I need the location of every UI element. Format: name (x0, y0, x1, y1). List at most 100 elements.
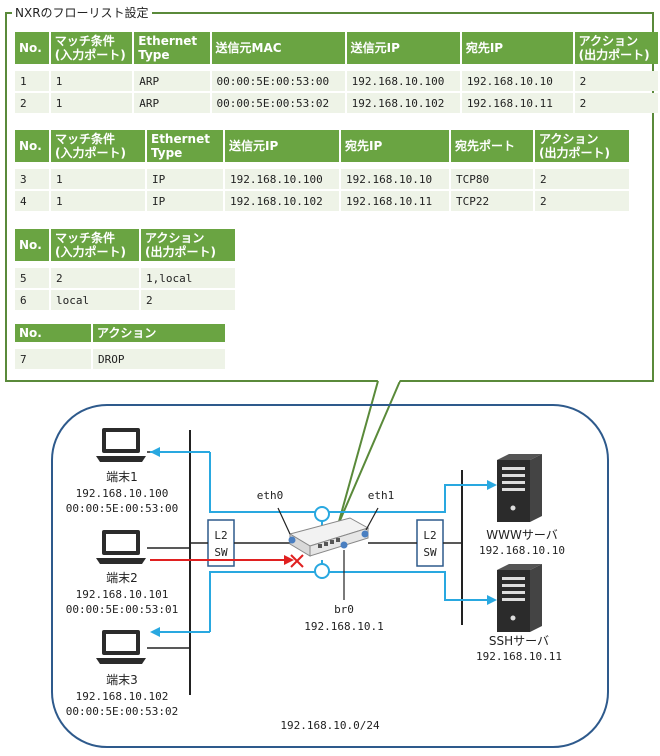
table-cell: 192.168.10.102 (225, 191, 339, 211)
table-cell: 1,local (141, 268, 235, 288)
table-cell: 2 (535, 169, 629, 189)
table-cell: 1 (50, 71, 133, 91)
nxr-router-icon (288, 517, 370, 557)
col-header: 送信元MAC (211, 32, 345, 64)
col-header: アクション(出力ポート) (141, 229, 235, 261)
table-cell: local (51, 290, 139, 310)
terminal-3-name: 端末3 (106, 673, 138, 687)
table-cell: 192.168.10.102 (346, 93, 460, 113)
terminal-1-icon (96, 428, 146, 462)
www-server-name: WWWサーバ (486, 528, 557, 542)
eth1-label: eth1 (368, 489, 395, 502)
terminal-1-mac: 00:00:5E:00:53:00 (66, 502, 179, 515)
col-header: 宛先ポート (451, 130, 533, 162)
col-header: 宛先IP (461, 32, 573, 64)
terminal-2-icon (96, 530, 146, 564)
col-header: 宛先IP (341, 130, 449, 162)
col-header: アクション(出力ポート) (574, 32, 658, 64)
table-cell: 4 (15, 191, 49, 211)
ssh-server-ip: 192.168.10.11 (476, 650, 562, 663)
table-cell: 192.168.10.100 (346, 71, 460, 91)
blocked-x-icon (290, 554, 304, 568)
svg-text:SW: SW (214, 546, 228, 559)
table-cell: IP (147, 169, 223, 189)
table-cell: 2 (535, 191, 629, 211)
col-header: 送信元IP (346, 32, 460, 64)
terminal-3-mac: 00:00:5E:00:53:02 (66, 705, 179, 718)
svg-text:SW: SW (423, 546, 437, 559)
table-cell: 1 (51, 191, 145, 211)
table-cell: 192.168.10.10 (461, 71, 573, 91)
terminal-2-mac: 00:00:5E:00:53:01 (66, 603, 179, 616)
table-cell: 7 (15, 349, 91, 369)
table-cell: 1 (51, 169, 145, 189)
terminal-3-icon (96, 630, 146, 664)
table-cell: 192.168.10.11 (461, 93, 573, 113)
br0-label: br0 (334, 603, 354, 616)
svg-text:L2: L2 (214, 529, 227, 542)
col-header: マッチ条件(入力ポート) (51, 229, 139, 261)
terminal-1-ip: 192.168.10.100 (76, 487, 169, 500)
table-cell: 00:00:5E:00:53:00 (211, 71, 345, 91)
table-cell: 192.168.10.100 (225, 169, 339, 189)
col-header: 送信元IP (225, 130, 339, 162)
network-address: 192.168.10.0/24 (280, 719, 380, 732)
ssh-server-name: SSHサーバ (489, 634, 549, 648)
col-header: No. (15, 32, 49, 64)
table-cell: 1 (15, 71, 49, 91)
table-cell: DROP (93, 349, 225, 369)
table-cell: 3 (15, 169, 49, 189)
www-server-ip: 192.168.10.10 (479, 544, 565, 557)
table-cell: TCP80 (451, 169, 533, 189)
table-cell: 192.168.10.10 (341, 169, 449, 189)
table-cell: TCP22 (451, 191, 533, 211)
table-cell: 2 (15, 93, 49, 113)
table-cell: IP (147, 191, 223, 211)
col-header: アクション(出力ポート) (535, 130, 629, 162)
l2-switch-right: L2 SW (416, 519, 444, 567)
table-cell: 192.168.10.11 (341, 191, 449, 211)
table-cell: 2 (141, 290, 235, 310)
col-header: マッチ条件(入力ポート) (51, 130, 145, 162)
col-header: アクション (93, 324, 225, 342)
terminal-1-name: 端末1 (106, 470, 138, 484)
terminal-3-ip: 192.168.10.102 (76, 690, 169, 703)
eth0-label: eth0 (257, 489, 284, 502)
col-header: No. (15, 130, 49, 162)
table-cell: 2 (51, 268, 139, 288)
table-cell: 1 (50, 93, 133, 113)
terminal-2-name: 端末2 (106, 571, 138, 585)
callout-title: NXRのフローリスト設定 (12, 4, 152, 21)
table-cell: 5 (15, 268, 49, 288)
br0-ip: 192.168.10.1 (304, 620, 383, 633)
callout-pointer (337, 380, 401, 526)
col-header: マッチ条件(入力ポート) (50, 32, 133, 64)
svg-text:L2: L2 (423, 529, 436, 542)
www-server-icon (497, 454, 542, 522)
col-header: No. (15, 324, 91, 342)
table-cell: 00:00:5E:00:53:02 (211, 93, 345, 113)
table-cell: ARP (134, 71, 210, 91)
table-cell: 2 (574, 93, 658, 113)
table-cell: 6 (15, 290, 49, 310)
ssh-server-icon (497, 564, 542, 632)
table-cell: ARP (134, 93, 210, 113)
table-cell: 2 (574, 71, 658, 91)
col-header: No. (15, 229, 49, 261)
network-frame (51, 404, 609, 748)
terminal-2-ip: 192.168.10.101 (76, 588, 169, 601)
